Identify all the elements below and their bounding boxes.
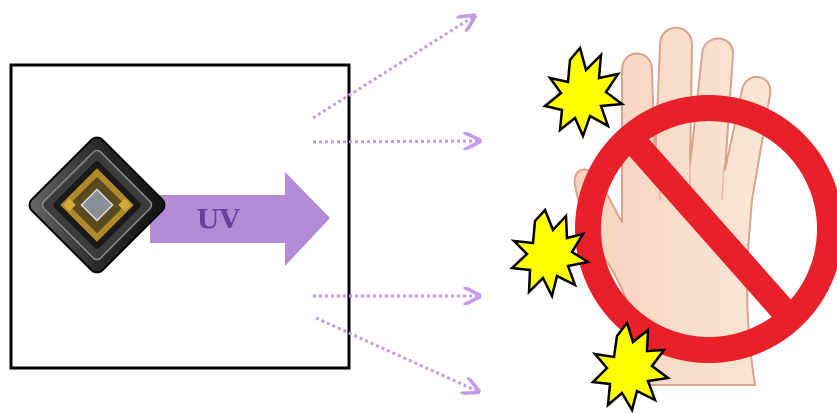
burst-middle: [509, 207, 592, 300]
ray-2: [312, 141, 478, 142]
uv-rays: [312, 17, 478, 391]
spark-burst-icon: [509, 45, 672, 413]
uv-arrow: UV: [150, 172, 330, 266]
ray-4: [315, 316, 477, 391]
burst-top: [542, 45, 626, 140]
ray-1: [312, 17, 473, 120]
uv-arrow-label: UV: [197, 205, 241, 235]
no-entry-sign-icon: [575, 95, 837, 363]
burst-bottom: [590, 320, 672, 413]
source-box: [9, 63, 351, 370]
uv-led-chip-icon: [28, 136, 166, 274]
